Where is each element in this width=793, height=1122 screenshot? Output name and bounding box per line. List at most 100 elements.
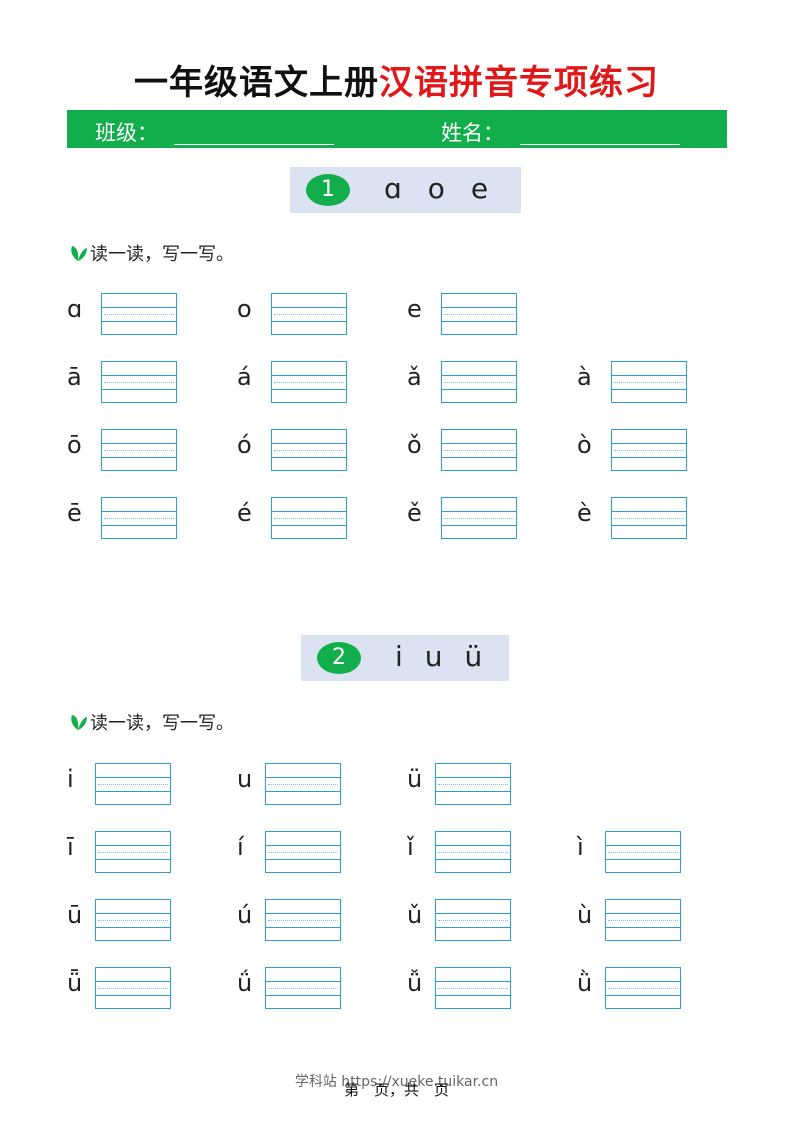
pinyin-letter: ò [577,431,592,459]
section-1-instruction: 读一读，写一写。 [68,240,234,266]
writing-guide-line [444,314,514,315]
writing-guide-line [98,852,168,853]
pinyin-letter: ú [237,901,253,929]
section-number-badge: 2 [317,642,361,674]
writing-box[interactable] [265,899,341,941]
header-letter: i [395,640,403,673]
writing-box[interactable] [265,763,341,805]
practice-cell: ē [67,497,179,539]
pinyin-letter: ó [237,431,252,459]
writing-box[interactable] [95,967,171,1009]
writing-guide-line [608,852,678,853]
writing-guide-line [614,382,684,383]
writing-box[interactable] [95,763,171,805]
header-letter: ɑ [384,172,402,205]
writing-box[interactable] [435,899,511,941]
writing-guide-line [614,518,684,519]
practice-cell: ü [407,763,513,805]
practice-cell: ò [577,429,689,471]
practice-cell: ó [237,429,349,471]
writing-box[interactable] [271,361,347,403]
pinyin-letter: é [237,499,252,527]
class-label: 班级： [95,121,158,145]
writing-box[interactable] [435,763,511,805]
pinyin-letter: è [577,499,592,527]
practice-cell: ǘ [237,967,343,1009]
pinyin-letter: ǔ [407,901,423,929]
writing-guide-line [608,920,678,921]
writing-box[interactable] [101,361,177,403]
practice-cell: ǚ [407,967,513,1009]
writing-box[interactable] [611,429,687,471]
writing-box[interactable] [441,293,517,335]
class-field[interactable] [174,144,334,145]
writing-box[interactable] [441,361,517,403]
writing-guide-line [444,518,514,519]
writing-box[interactable] [611,497,687,539]
writing-box[interactable] [271,497,347,539]
header-letter: o [427,172,445,205]
name-bar: 班级： 姓名： [67,110,727,148]
pinyin-letter: i [67,765,74,793]
name-label: 姓名： [441,121,504,145]
writing-box[interactable] [265,831,341,873]
writing-box[interactable] [605,831,681,873]
writing-box[interactable] [611,361,687,403]
pinyin-letter: ù [577,901,593,929]
name-field[interactable] [520,144,680,145]
practice-cell: ù [577,899,683,941]
writing-box[interactable] [95,831,171,873]
pinyin-letter: á [237,363,252,391]
writing-guide-line [438,988,508,989]
writing-guide-line [104,314,174,315]
writing-guide-line [98,920,168,921]
writing-box[interactable] [271,429,347,471]
pinyin-letter: ǜ [577,969,593,997]
writing-box[interactable] [605,967,681,1009]
pinyin-letter: ɑ [67,295,83,323]
writing-guide-line [268,784,338,785]
writing-box[interactable] [265,967,341,1009]
writing-box[interactable] [101,293,177,335]
writing-box[interactable] [605,899,681,941]
header-letter: e [470,172,489,205]
pinyin-letter: ī [67,833,74,861]
pinyin-letter: o [237,295,252,323]
pinyin-letter: ü [407,765,423,793]
pinyin-letter: í [237,833,244,861]
practice-cell: ǜ [577,967,683,1009]
writing-guide-line [98,784,168,785]
practice-cell: ǒ [407,429,519,471]
practice-cell: ō [67,429,179,471]
writing-box[interactable] [441,497,517,539]
footer-site: 学科站 https://xueke.tuikar.cn [294,1074,499,1090]
writing-box[interactable] [101,429,177,471]
pinyin-letter: ǐ [407,833,414,861]
writing-guide-line [104,518,174,519]
pinyin-letter: ǚ [407,969,423,997]
pinyin-letter: ǎ [407,363,422,391]
writing-box[interactable] [435,831,511,873]
writing-box[interactable] [441,429,517,471]
writing-box[interactable] [271,293,347,335]
page-title: 一年级语文上册汉语拼音专项练习 [0,55,793,104]
writing-box[interactable] [95,899,171,941]
practice-cell: ū [67,899,173,941]
leaf-icon [71,246,87,261]
practice-cell: ī [67,831,173,873]
writing-guide-line [274,518,344,519]
pinyin-letter: e [407,295,422,323]
practice-cell: ǔ [407,899,513,941]
writing-guide-line [438,920,508,921]
practice-cell: é [237,497,349,539]
writing-box[interactable] [435,967,511,1009]
pinyin-letter: à [577,363,592,391]
writing-box[interactable] [101,497,177,539]
practice-cell: e [407,293,519,335]
writing-guide-line [274,314,344,315]
writing-guide-line [438,784,508,785]
